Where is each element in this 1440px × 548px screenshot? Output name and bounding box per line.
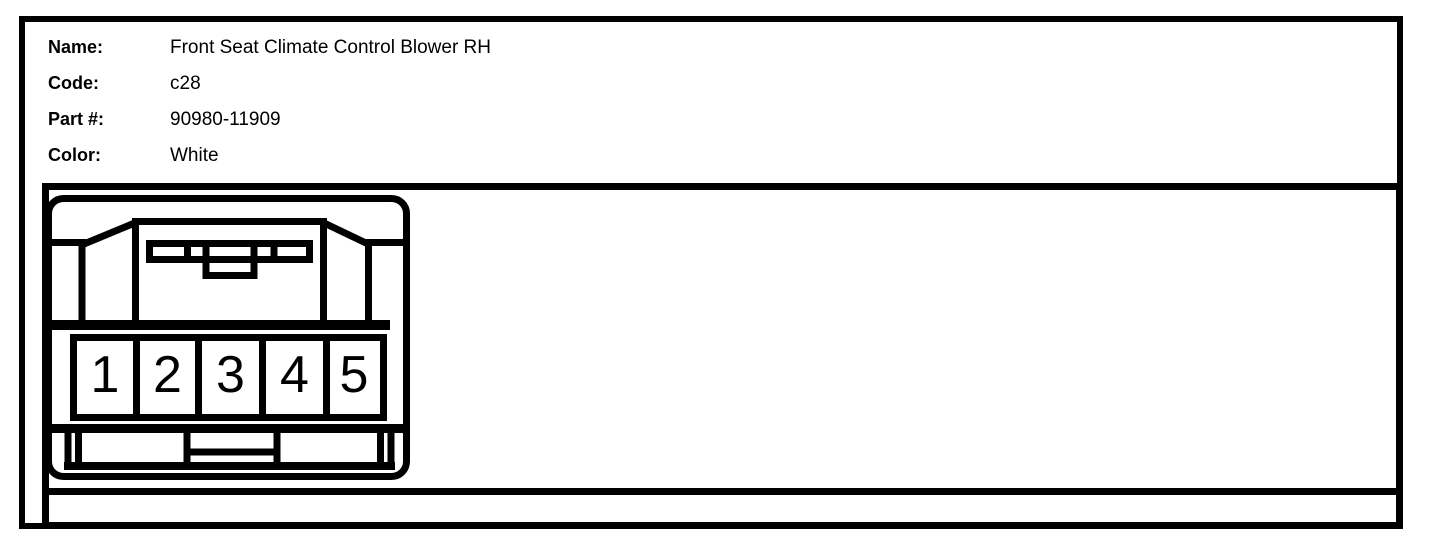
field-label-part-number: Part #: bbox=[48, 109, 105, 129]
info-panel: Name: Front Seat Climate Control Blower R… bbox=[48, 30, 948, 174]
field-value-name: Front Seat Climate Control Blower RH bbox=[170, 37, 491, 58]
info-row-part-number: Part #: 90980-11909 bbox=[48, 102, 948, 138]
pin-number-4: 4 bbox=[280, 346, 309, 404]
pin-number-2: 2 bbox=[153, 346, 182, 404]
pin-number-1: 1 bbox=[91, 346, 120, 404]
field-label-color: Color: bbox=[48, 145, 101, 165]
pin-number-3: 3 bbox=[216, 346, 245, 404]
diagram-footer-divider bbox=[49, 488, 1396, 495]
left-shoulder-diagonal bbox=[82, 218, 139, 248]
lock-pocket bbox=[202, 247, 258, 279]
info-row-name: Name: Front Seat Climate Control Blower R… bbox=[48, 30, 948, 66]
connector-diagram: 1 2 3 4 5 bbox=[45, 195, 410, 480]
field-label-name: Name: bbox=[48, 37, 104, 57]
pin-cavity-row bbox=[70, 334, 387, 421]
field-value-code: c28 bbox=[170, 73, 201, 94]
field-value-color: White bbox=[170, 145, 219, 166]
pin-number-5: 5 bbox=[340, 346, 369, 404]
field-value-part-number: 90980-11909 bbox=[170, 109, 281, 130]
info-row-code: Code: c28 bbox=[48, 66, 948, 102]
field-label-code: Code: bbox=[48, 73, 99, 93]
info-row-color: Color: White bbox=[48, 138, 948, 174]
center-housing bbox=[132, 218, 327, 330]
connector-shell bbox=[45, 195, 410, 480]
lock-rail-top bbox=[146, 240, 313, 263]
right-shoulder-diagonal bbox=[320, 218, 370, 248]
